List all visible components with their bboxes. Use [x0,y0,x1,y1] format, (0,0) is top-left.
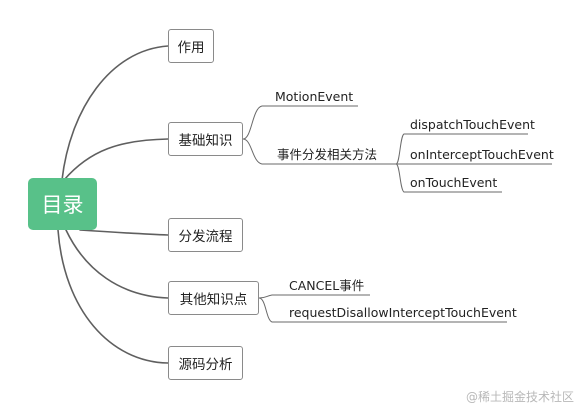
connector-methods-dispatch [395,133,528,165]
node-yuanma-fenxi[interactable]: 源码分析 [168,346,243,380]
node-qita-zhishidian[interactable]: 其他知识点 [168,281,259,315]
connector-root-fenfa [79,229,169,236]
node-event-dispatch-methods[interactable]: 事件分发相关方法 [277,147,378,162]
node-fenfa-liucheng[interactable]: 分发流程 [168,218,243,252]
connector-qita-cancel [258,294,370,299]
connector-qita-request [258,297,507,323]
connector-root-jichu [63,138,169,181]
node-request-disallow[interactable]: requestDisallowInterceptTouchEvent [289,305,517,320]
node-dispatchtouchevent[interactable]: dispatchTouchEvent [410,117,535,132]
connector-methods-ontouch [395,163,502,193]
connector-root-yuanma [57,229,169,364]
watermark: @稀土掘金技术社区 [465,390,574,404]
node-motionevent[interactable]: MotionEvent [275,89,354,104]
connector-jichu-motion [242,105,358,140]
node-cancel-event[interactable]: CANCEL事件 [289,278,365,293]
root-node[interactable]: 目录 [28,178,97,230]
node-ontouchevent[interactable]: onTouchEvent [410,175,498,190]
node-onintercepttouchevent[interactable]: onInterceptTouchEvent [410,147,554,162]
node-zuoyong[interactable]: 作用 [168,29,214,63]
connector-root-zuoyong [61,45,169,181]
node-jichu-zhishi[interactable]: 基础知识 [168,122,243,156]
connector-root-qita [65,229,169,299]
connector-jichu-methods [242,138,396,165]
